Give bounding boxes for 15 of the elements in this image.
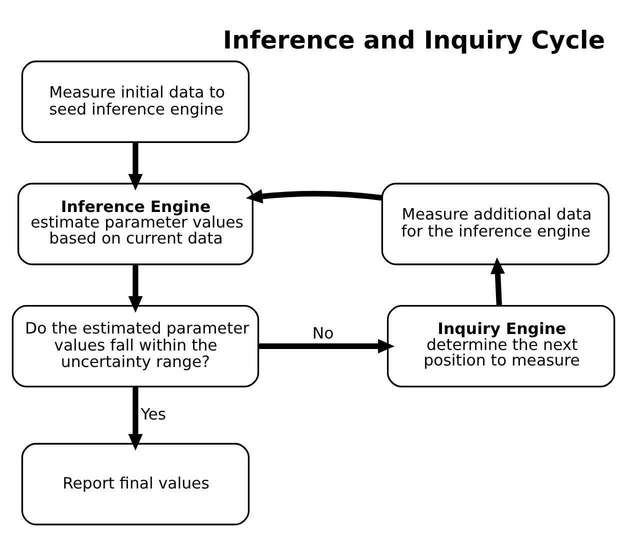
edge-label: Yes: [140, 404, 166, 424]
node-box: Inference Engine estimate parameter values based on current data: [17, 182, 254, 266]
diagram-title: Inference and Inquiry Cycle: [222, 26, 606, 55]
node-box: Measure additional data for the inference engine: [381, 182, 610, 266]
edge-label: No: [312, 324, 334, 343]
node-box: Do the estimated parameter values fall within the uncertainty range?: [12, 305, 260, 388]
arrow: [128, 142, 143, 190]
node-box: Measure initial data to seed inference engine: [21, 60, 250, 143]
arrow: [258, 338, 395, 354]
arrow: [246, 189, 382, 204]
arrow: [128, 386, 143, 451]
node-box: Inquiry Engine determine the next position to measure: [386, 305, 616, 388]
arrow: [490, 257, 505, 306]
arrow: [128, 264, 143, 313]
node-box: Report final values: [21, 442, 250, 526]
